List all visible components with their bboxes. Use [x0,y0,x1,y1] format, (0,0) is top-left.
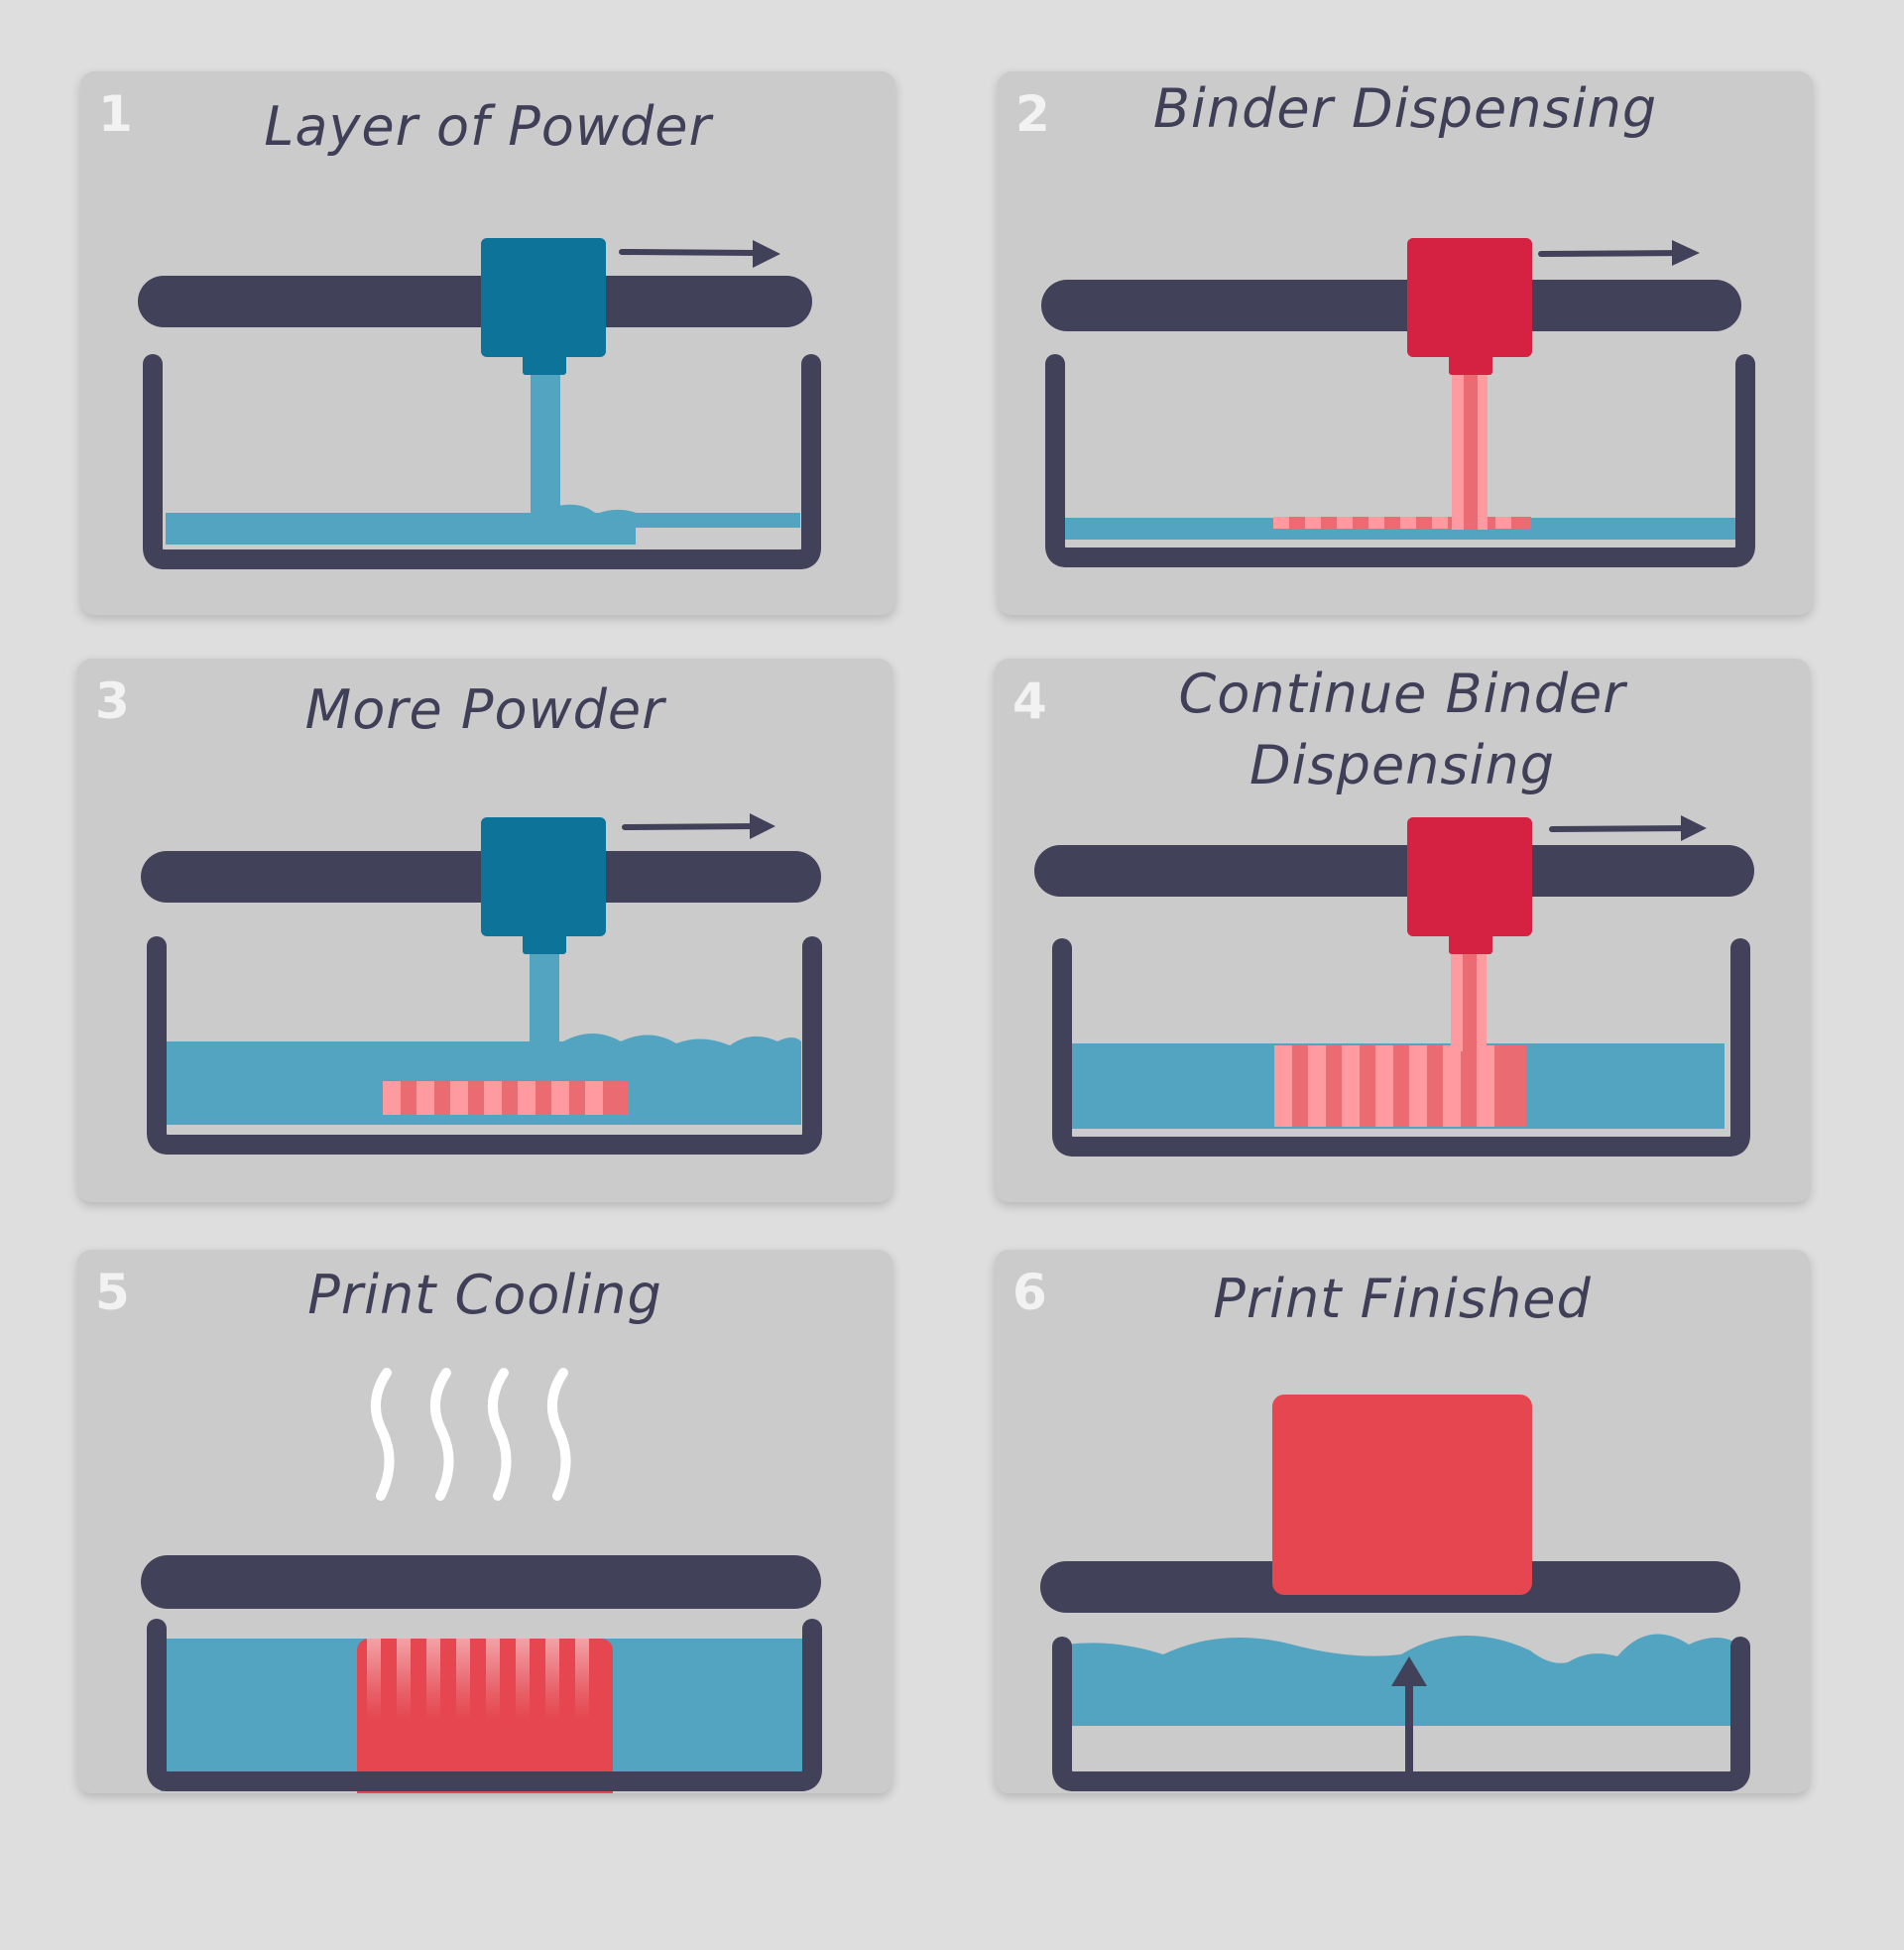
gantry-rail [141,1555,821,1609]
finished-part [1272,1395,1532,1595]
gantry-rail [138,276,812,327]
gantry-rail [1041,280,1741,331]
recoater-head [481,817,606,936]
container [147,936,822,1155]
step-number: 4 [1012,672,1047,730]
step-2-panel: 2 Binder Dispensing [998,71,1813,615]
print-head [1407,817,1532,936]
step-number: 6 [1012,1264,1047,1321]
direction-arrow-head [1681,815,1707,841]
steam-icon [370,1368,571,1501]
binder-stream-core [1464,369,1478,530]
step-number: 1 [98,85,133,143]
powder-bed [161,1034,801,1125]
step-title: Layer of Powder [264,95,712,158]
step-title: Print Finished [1213,1268,1592,1330]
container [1052,938,1750,1157]
cooling-stripes [367,1639,589,1748]
powder-fill [166,513,636,545]
step-title: Print Cooling [307,1264,662,1326]
print-head [1407,238,1532,357]
step-5-panel: 5 Print Cooling [77,1250,892,1793]
step-1-panel: 1 Layer of Powder [80,71,895,615]
container [143,354,821,569]
container [1045,354,1755,567]
step-title: More Powder [304,678,665,741]
recoater-nozzle [523,351,566,375]
gantry-rail [1034,845,1754,897]
container [147,1619,822,1791]
container [1052,1637,1750,1791]
step-6-panel: 6 Print Finished [995,1250,1810,1793]
step-number: 5 [95,1264,130,1321]
binder-dispensing-illustration [1041,238,1755,567]
lift-arrow-head [1391,1656,1427,1686]
powder-stream [531,369,560,518]
direction-arrow-head [753,240,780,268]
more-powder-illustration [141,813,822,1155]
direction-arrow-head [750,813,775,839]
direction-arrow [619,249,768,256]
binder-stream-core [1463,952,1477,1051]
recoater-head [481,238,606,357]
step-4-panel: 4 Continue Binder Dispensing [995,659,1810,1202]
step-number: 3 [95,672,130,730]
powder-stream [530,952,559,1047]
continue-binder-illustration [1034,815,1754,1157]
step-3-panel: 3 More Powder [77,659,892,1202]
printed-part [1274,1045,1526,1127]
cooling-part [357,1639,613,1793]
step-number: 2 [1015,85,1050,143]
powder-layer-illustration [138,238,821,569]
step-title: Binder Dispensing [1152,77,1658,140]
print-finished-illustration [1040,1395,1750,1791]
printed-layer [1273,517,1531,529]
direction-arrow [622,823,765,830]
direction-arrow [1549,825,1696,832]
print-nozzle [1449,930,1492,954]
print-nozzle [1449,351,1492,375]
direction-arrow [1538,250,1687,257]
direction-arrow-head [1672,240,1700,266]
print-cooling-illustration [141,1368,822,1793]
printed-layer [383,1081,629,1115]
recoater-nozzle [523,930,566,954]
step-title: Continue Binder Dispensing [1178,663,1626,796]
